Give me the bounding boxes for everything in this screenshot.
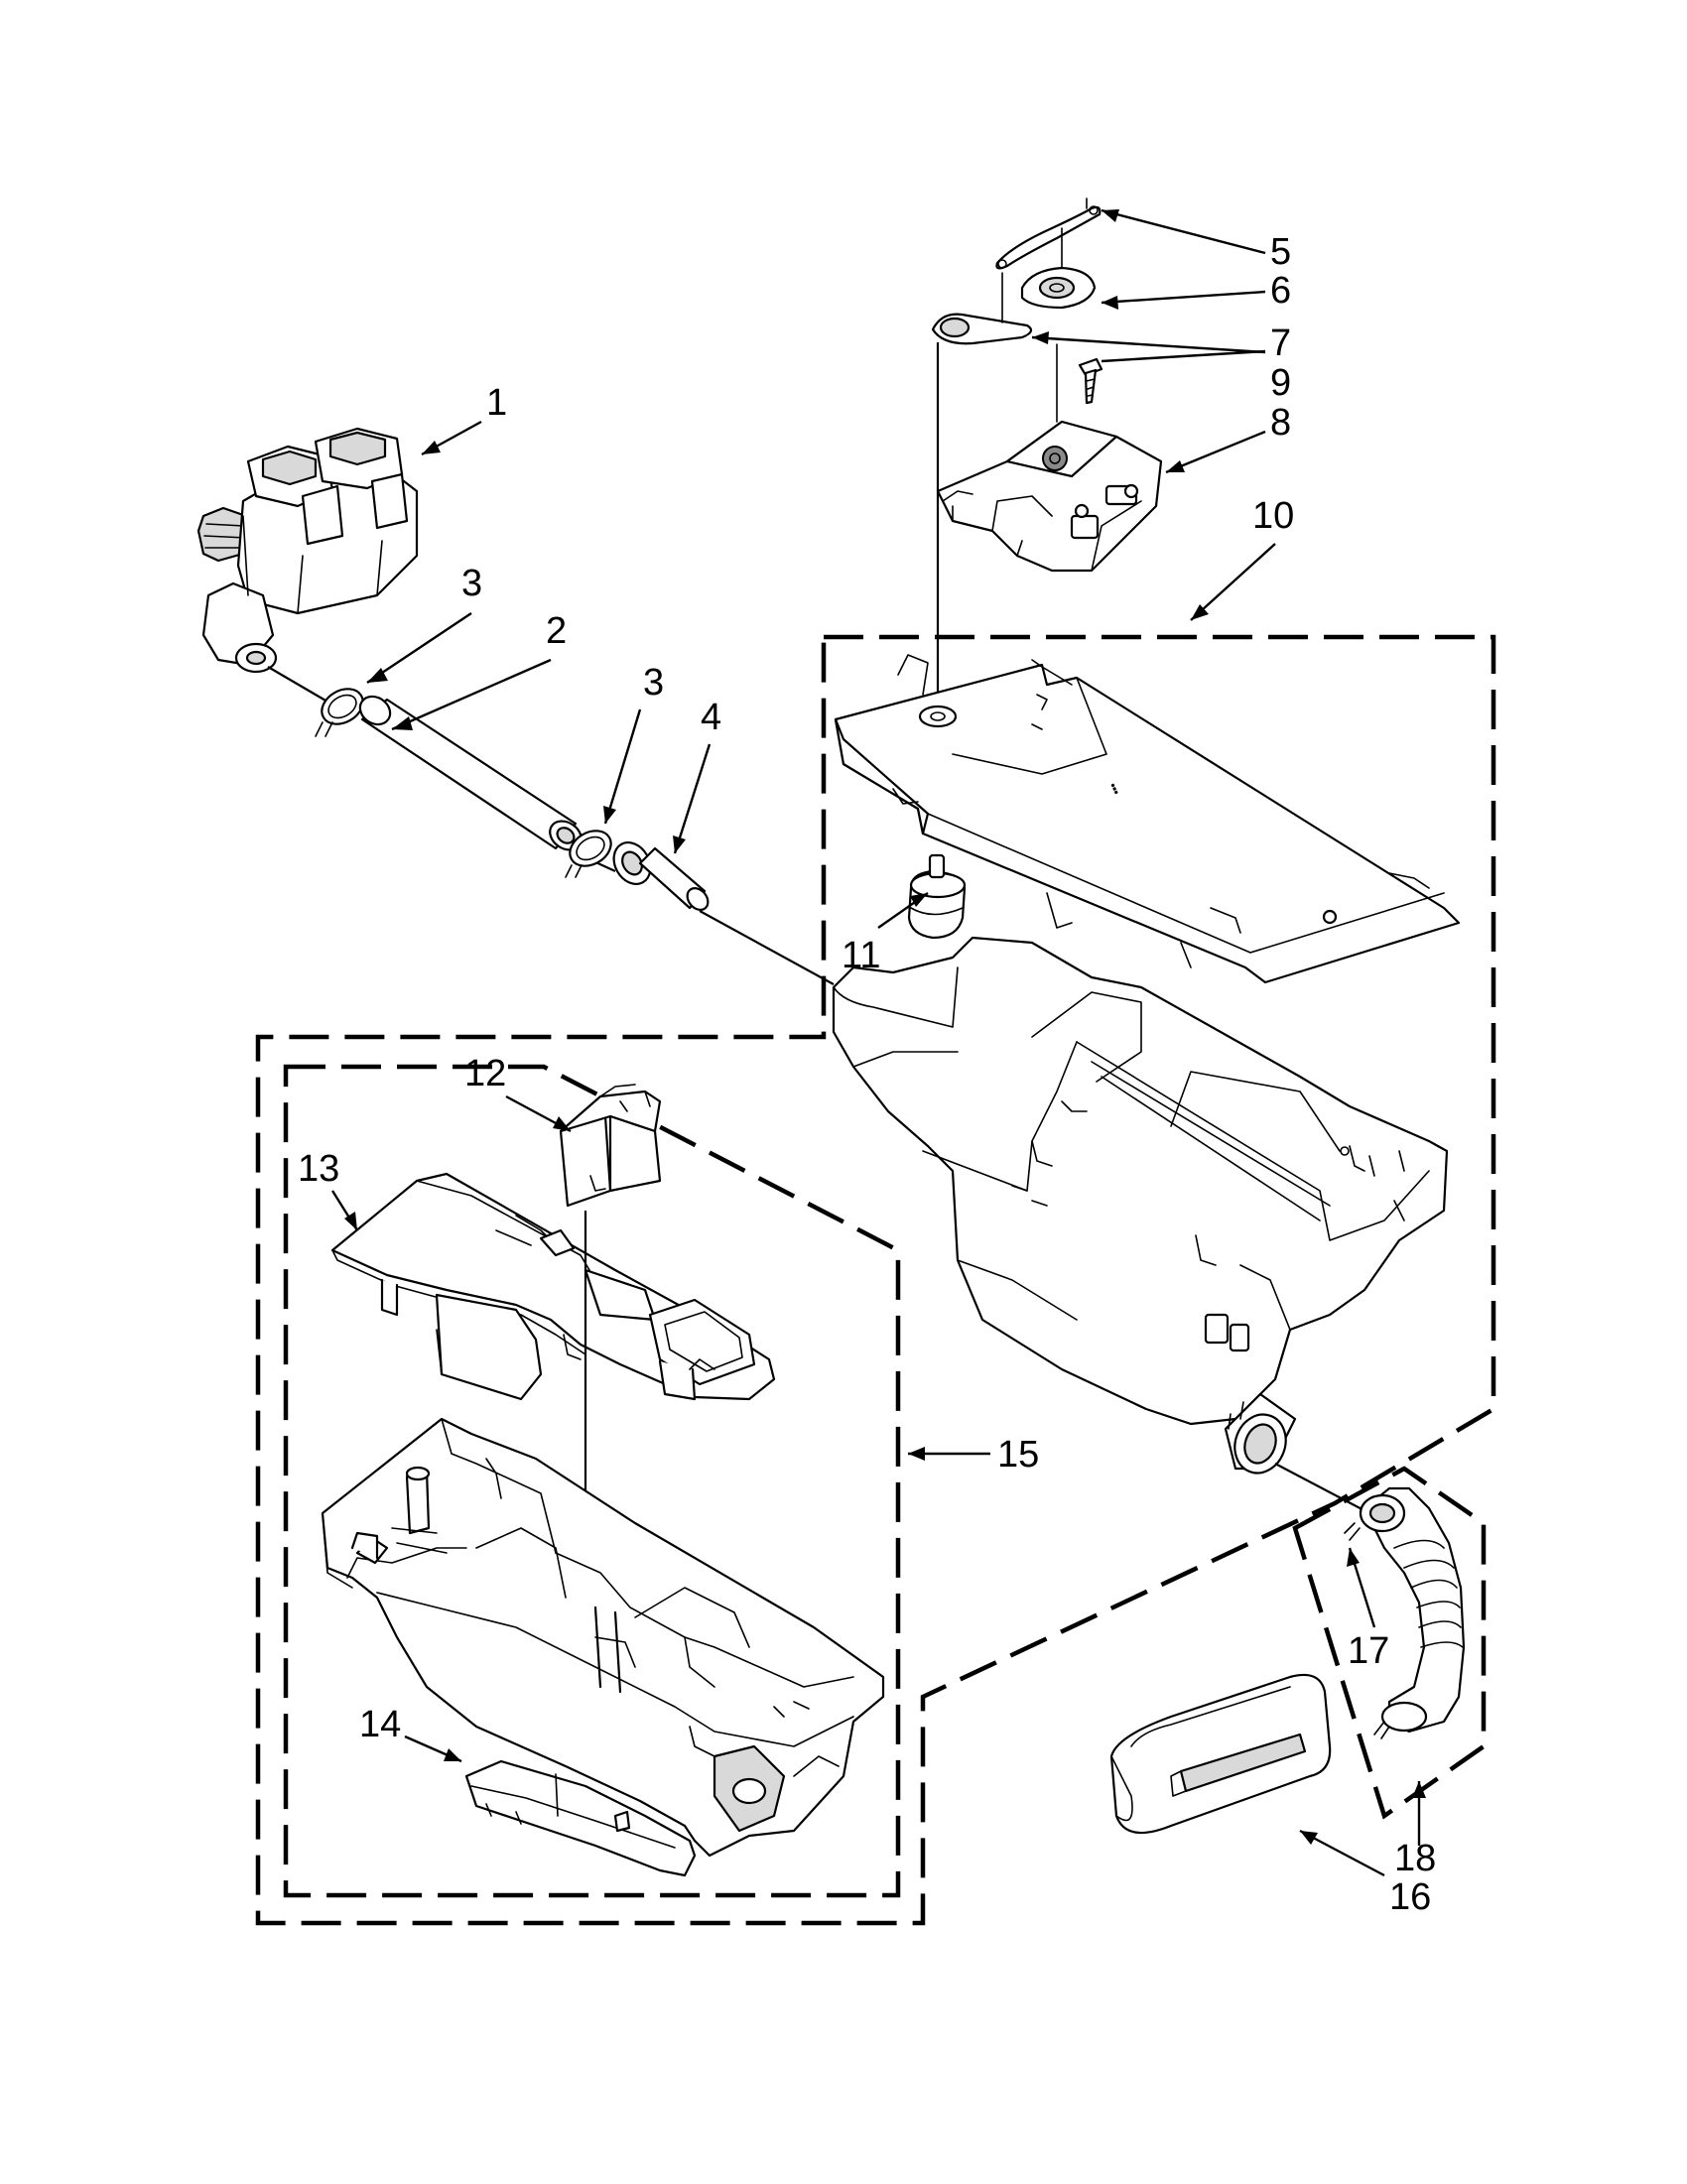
siphon-cap: [559, 1084, 662, 1208]
callout-14: 14: [359, 1704, 401, 1745]
screw: [1078, 357, 1103, 405]
callout-12: 12: [464, 1053, 506, 1094]
callout-4: 4: [701, 697, 721, 738]
leader-arrows: [330, 208, 1426, 1877]
callout-8: 8: [1270, 402, 1291, 444]
actuator-assembly: [936, 343, 1163, 573]
callout-10: 10: [1252, 495, 1294, 537]
callout-3-second: 3: [643, 662, 664, 704]
dispenser-drawer-lid: [330, 1172, 776, 1401]
callout-6: 6: [1270, 270, 1291, 312]
callout-18: 18: [1394, 1838, 1436, 1879]
dispenser-housing-body: [832, 936, 1449, 1475]
hose: [358, 695, 583, 851]
callout-2: 2: [546, 610, 567, 652]
assembly-15-boundary: [283, 1064, 901, 1898]
callout-11: 11: [842, 935, 880, 976]
callout-17: 17: [1348, 1630, 1389, 1672]
seal-triangular: [931, 272, 1033, 345]
dispenser-handle: [1109, 1673, 1332, 1835]
callout-1: 1: [486, 382, 507, 424]
callout-9: 9: [1270, 362, 1291, 404]
callout-16: 16: [1389, 1876, 1431, 1918]
assembly-10-boundary: [255, 634, 1496, 1926]
drawer-insert: [464, 1759, 697, 1877]
callout-3-first: 3: [461, 563, 482, 604]
dispenser-drawer: [321, 1417, 885, 1858]
drain-hose: [1344, 1486, 1466, 1739]
callout-15: 15: [997, 1434, 1039, 1476]
callout-13: 13: [298, 1148, 339, 1190]
hose-clamp-2: [565, 830, 612, 878]
callout-7: 7: [1270, 322, 1291, 364]
diverter-knob: [907, 853, 967, 940]
dispenser-housing-cover: ...: [834, 654, 1461, 984]
hose-clamp-1: [315, 688, 364, 737]
inlet-nozzle: [612, 841, 710, 911]
seal-strip: [995, 197, 1102, 270]
water-valve: [196, 427, 419, 674]
assembly-18-boundary: [1292, 1466, 1487, 1820]
alignment-line-outlet: [1274, 1463, 1370, 1514]
callout-5: 5: [1270, 231, 1291, 273]
gasket-round: [1020, 227, 1097, 310]
